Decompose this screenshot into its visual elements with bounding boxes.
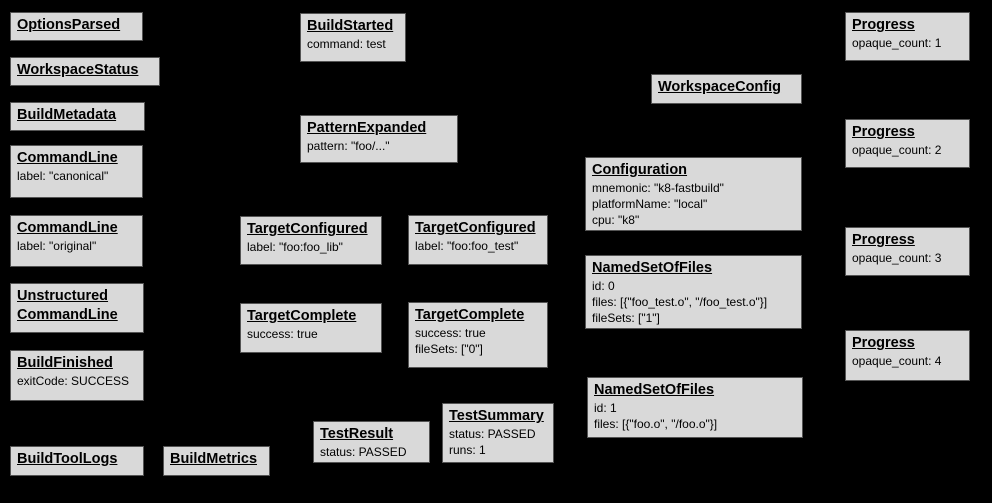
node-build-metadata: BuildMetadata	[10, 102, 145, 131]
node-command-line-original: CommandLine label: "original"	[10, 215, 143, 267]
node-target-complete-foo-test: TargetComplete success: true fileSets: […	[408, 302, 548, 368]
node-property: label: "foo:foo_lib"	[247, 240, 343, 254]
node-build-started: BuildStarted command: test	[300, 13, 406, 62]
node-title: Progress	[852, 17, 915, 33]
node-workspace-config: WorkspaceConfig	[651, 74, 802, 104]
node-unstructured-command-line: Unstructured CommandLine	[10, 283, 144, 333]
node-command-line-canonical: CommandLine label: "canonical"	[10, 145, 143, 198]
node-title: PatternExpanded	[307, 120, 427, 136]
node-property: mnemonic: "k8-fastbuild"	[592, 181, 724, 195]
node-named-set-of-files-1: NamedSetOfFiles id: 1 files: [{"foo.o", …	[587, 377, 803, 438]
node-property: command: test	[307, 37, 386, 51]
node-build-metrics: BuildMetrics	[163, 446, 270, 476]
node-title: WorkspaceConfig	[658, 79, 782, 95]
node-property: opaque_count: 3	[852, 251, 942, 265]
node-named-set-of-files-0: NamedSetOfFiles id: 0 files: [{"foo_test…	[585, 255, 802, 329]
node-target-configured-foo-lib: TargetConfigured label: "foo:foo_lib"	[240, 216, 382, 265]
node-progress-2: Progress opaque_count: 2	[845, 119, 970, 168]
node-property: pattern: "foo/..."	[307, 139, 390, 153]
node-title: TargetConfigured	[415, 220, 536, 236]
node-configuration: Configuration mnemonic: "k8-fastbuild" p…	[585, 157, 802, 231]
node-property: platformName: "local"	[592, 197, 708, 211]
node-property: status: PASSED	[320, 445, 407, 459]
node-workspace-status: WorkspaceStatus	[10, 57, 160, 86]
node-property: success: true	[247, 327, 318, 341]
node-property: fileSets: ["1"]	[592, 311, 660, 325]
node-property: id: 0	[592, 279, 615, 293]
node-progress-4: Progress opaque_count: 4	[845, 330, 970, 381]
node-title: Progress	[852, 124, 915, 140]
node-title: BuildFinished	[17, 355, 113, 371]
node-title: BuildToolLogs	[17, 451, 118, 467]
node-property: files: [{"foo_test.o", "/foo_test.o"}]	[592, 295, 768, 309]
node-property: cpu: "k8"	[592, 213, 640, 227]
node-title: TargetComplete	[247, 308, 357, 324]
node-build-finished: BuildFinished exitCode: SUCCESS	[10, 350, 144, 401]
node-title: TargetComplete	[415, 307, 525, 323]
node-options-parsed: OptionsParsed	[10, 12, 143, 41]
node-property: success: true	[415, 326, 486, 340]
node-title: CommandLine	[17, 220, 118, 236]
node-progress-1: Progress opaque_count: 1	[845, 12, 970, 61]
node-property: status: PASSED	[449, 427, 536, 441]
node-title: CommandLine	[17, 150, 118, 166]
node-title: OptionsParsed	[17, 17, 121, 33]
node-property: runs: 1	[449, 443, 486, 457]
node-property: files: [{"foo.o", "/foo.o"}]	[594, 417, 718, 431]
node-test-result: TestResult status: PASSED	[313, 421, 430, 463]
node-title: NamedSetOfFiles	[592, 260, 713, 276]
node-title: Unstructured	[17, 288, 109, 304]
node-pattern-expanded: PatternExpanded pattern: "foo/..."	[300, 115, 458, 163]
node-title: Progress	[852, 335, 915, 351]
node-title: TestResult	[320, 426, 394, 442]
node-build-tool-logs: BuildToolLogs	[10, 446, 144, 476]
node-property: opaque_count: 2	[852, 143, 942, 157]
node-title: BuildMetrics	[170, 451, 258, 467]
node-property: fileSets: ["0"]	[415, 342, 483, 356]
node-property: opaque_count: 4	[852, 354, 942, 368]
node-property: label: "foo:foo_test"	[415, 239, 519, 253]
node-title: WorkspaceStatus	[17, 62, 139, 78]
node-property: opaque_count: 1	[852, 36, 942, 50]
node-property: label: "canonical"	[17, 169, 109, 183]
node-title: NamedSetOfFiles	[594, 382, 715, 398]
node-target-complete-foo-lib: TargetComplete success: true	[240, 303, 382, 353]
node-property: exitCode: SUCCESS	[17, 374, 130, 388]
node-progress-3: Progress opaque_count: 3	[845, 227, 970, 276]
node-target-configured-foo-test: TargetConfigured label: "foo:foo_test"	[408, 215, 548, 265]
node-title: Progress	[852, 232, 915, 248]
node-title: BuildMetadata	[17, 107, 117, 123]
node-title: TargetConfigured	[247, 221, 368, 237]
node-title: Configuration	[592, 162, 688, 178]
node-title: TestSummary	[449, 408, 544, 424]
node-title: CommandLine	[17, 307, 118, 323]
node-property: id: 1	[594, 401, 617, 415]
node-title: BuildStarted	[307, 18, 394, 34]
node-test-summary: TestSummary status: PASSED runs: 1	[442, 403, 554, 463]
node-property: label: "original"	[17, 239, 97, 253]
